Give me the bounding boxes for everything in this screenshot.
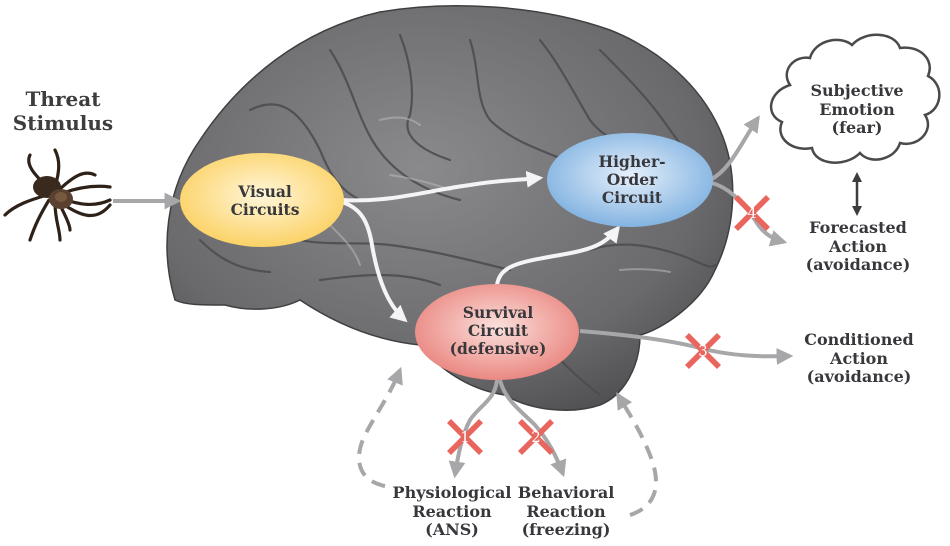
- sulcus-line: [198, 238, 272, 274]
- sulcus-line: [398, 33, 452, 162]
- visual-circuits-node: [180, 153, 344, 247]
- sulcus-line: [468, 38, 567, 162]
- brain-illustration: [166, 5, 734, 411]
- block-number-1: 1: [460, 428, 470, 446]
- survival-circuit-node: [415, 284, 579, 380]
- label-line: Threat: [25, 87, 101, 111]
- label-line: Reaction: [412, 501, 492, 521]
- dashed-feedback-arrow-right: [616, 392, 658, 517]
- dashed-feedback-arrow-left: [357, 366, 403, 488]
- label-line: (freezing): [521, 520, 611, 540]
- label-line: Behavioral: [517, 482, 615, 502]
- arrow-survival-to-physiological: [448, 379, 499, 479]
- label-line: (avoidance): [806, 367, 912, 387]
- block-marker-2: 2: [518, 419, 554, 455]
- label-line: (ANS): [425, 520, 479, 540]
- sulcus-line: [588, 243, 717, 268]
- label-line: (defensive): [449, 339, 547, 359]
- block-number-2: 2: [531, 428, 541, 446]
- label-line: Physiological: [392, 482, 512, 502]
- forecasted-action-label: Forecasted Action (avoidance): [805, 217, 911, 275]
- label-line: Higher-: [598, 151, 666, 171]
- label-line: Stimulus: [12, 110, 114, 135]
- arrow-visual-to-survival: [341, 200, 408, 323]
- behavioral-reaction-label: Behavioral Reaction (freezing): [517, 482, 615, 540]
- highlight-line: [379, 116, 421, 126]
- arrow-survival-to-higher: [495, 225, 621, 286]
- label-line: Order: [606, 169, 658, 189]
- block-marker-3: 3: [685, 333, 721, 369]
- label-line: Subjective: [810, 80, 904, 100]
- brain-outline: [166, 5, 734, 411]
- emotion-cloud: [769, 33, 941, 164]
- label-line: Circuit: [601, 188, 663, 208]
- label-line: Action: [829, 236, 887, 256]
- label-line: Circuit: [467, 320, 529, 340]
- arrow-higher-to-emotion: [709, 115, 760, 182]
- label-line: Survival: [462, 302, 534, 322]
- highlight-line: [619, 268, 671, 273]
- subjective-emotion-label: Subjective Emotion (fear): [810, 80, 904, 138]
- label-line: Action: [830, 348, 888, 368]
- threat-stimulus-label: Threat Stimulus: [8, 87, 118, 135]
- sulcus-line: [268, 228, 512, 272]
- sulcus-line: [328, 48, 462, 202]
- block-number-4: 4: [747, 204, 757, 222]
- label-line: Forecasted: [809, 217, 907, 237]
- sulcus-line: [248, 103, 362, 202]
- visual-circuits-label: Visual Circuits: [230, 181, 300, 219]
- label-line: (fear): [831, 118, 883, 138]
- label-line: (avoidance): [805, 255, 911, 275]
- arrow-visual-to-higher: [341, 170, 544, 203]
- block-number-3: 3: [698, 342, 708, 360]
- physiological-reaction-label: Physiological Reaction (ANS): [392, 482, 512, 540]
- higher-order-circuit-node: [547, 133, 713, 227]
- label-line: Visual: [238, 181, 292, 201]
- conditioned-action-label: Conditioned Action (avoidance): [804, 329, 914, 387]
- label-line: Circuits: [230, 200, 300, 219]
- label-line: Reaction: [526, 501, 606, 521]
- survival-circuit-label: Survival Circuit (defensive): [449, 302, 547, 359]
- spider-icon: [3, 148, 112, 242]
- higher-order-circuit-label: Higher- Order Circuit: [598, 151, 666, 208]
- arrow-survival-to-behavioral: [498, 379, 567, 478]
- label-line: Emotion: [819, 99, 895, 119]
- label-line: Conditioned: [804, 329, 914, 349]
- block-marker-4: 4: [734, 195, 770, 231]
- block-marker-1: 1: [447, 419, 483, 455]
- highlight-line: [329, 224, 361, 266]
